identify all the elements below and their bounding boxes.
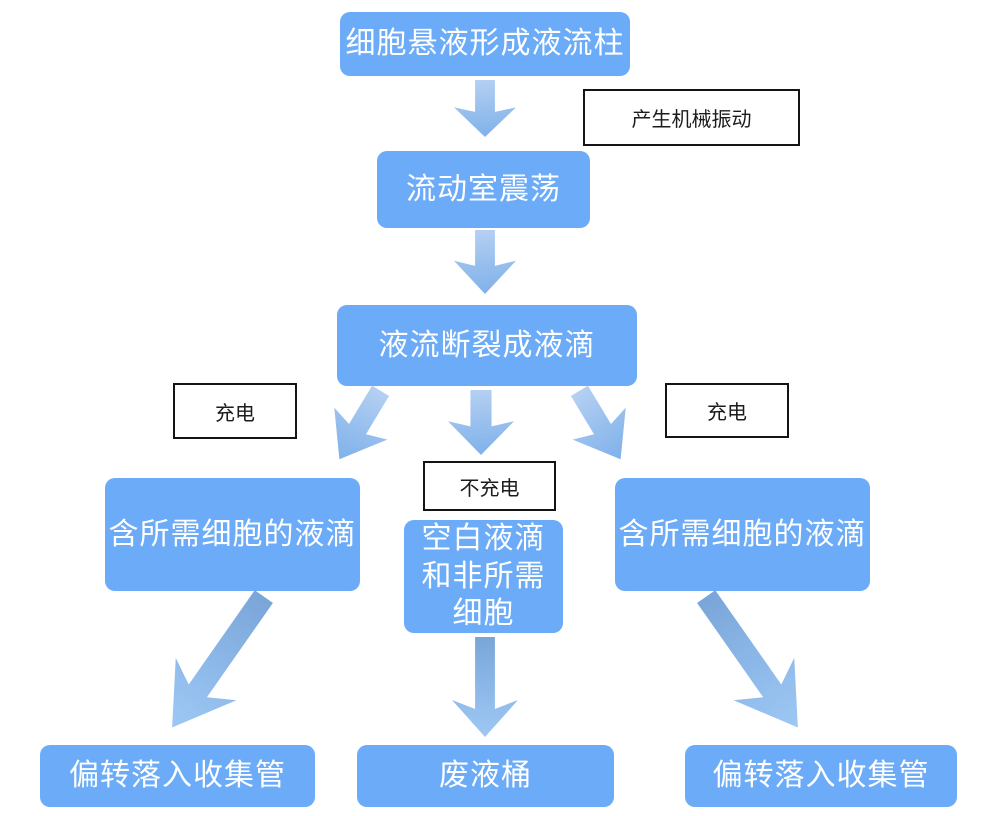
label-no-charge: 不充电 <box>423 461 556 511</box>
node-middle-droplet: 空白液滴 和非所需 细胞 <box>404 520 563 633</box>
label-charge-right: 充电 <box>665 383 789 438</box>
node-collector-left: 偏转落入收集管 <box>40 745 315 807</box>
node-cell-suspension: 细胞悬液形成液流柱 <box>340 12 630 76</box>
arrow-suspension-to-chamber-icon <box>454 80 516 137</box>
arrow-left-droplet-to-collector-icon <box>142 575 294 749</box>
node-left-droplet: 含所需细胞的液滴 <box>105 478 360 591</box>
arrow-middle-droplet-to-waste-icon <box>452 637 518 737</box>
label-charge-left: 充电 <box>173 383 297 439</box>
arrow-break-to-middle-droplet-icon <box>448 390 514 455</box>
node-collector-right: 偏转落入收集管 <box>685 745 957 807</box>
arrow-chamber-to-break-icon <box>454 230 516 294</box>
label-mechanical-vibration: 产生机械振动 <box>583 89 800 146</box>
node-flow-chamber: 流动室震荡 <box>377 151 590 228</box>
node-right-droplet: 含所需细胞的液滴 <box>615 478 870 591</box>
arrow-break-to-left-droplet-icon <box>313 375 407 476</box>
arrow-break-to-right-droplet-icon <box>553 375 647 476</box>
arrow-right-droplet-to-collector-icon <box>676 575 828 749</box>
node-stream-break: 液流断裂成液滴 <box>337 305 637 386</box>
node-waste-bucket: 废液桶 <box>357 745 614 807</box>
